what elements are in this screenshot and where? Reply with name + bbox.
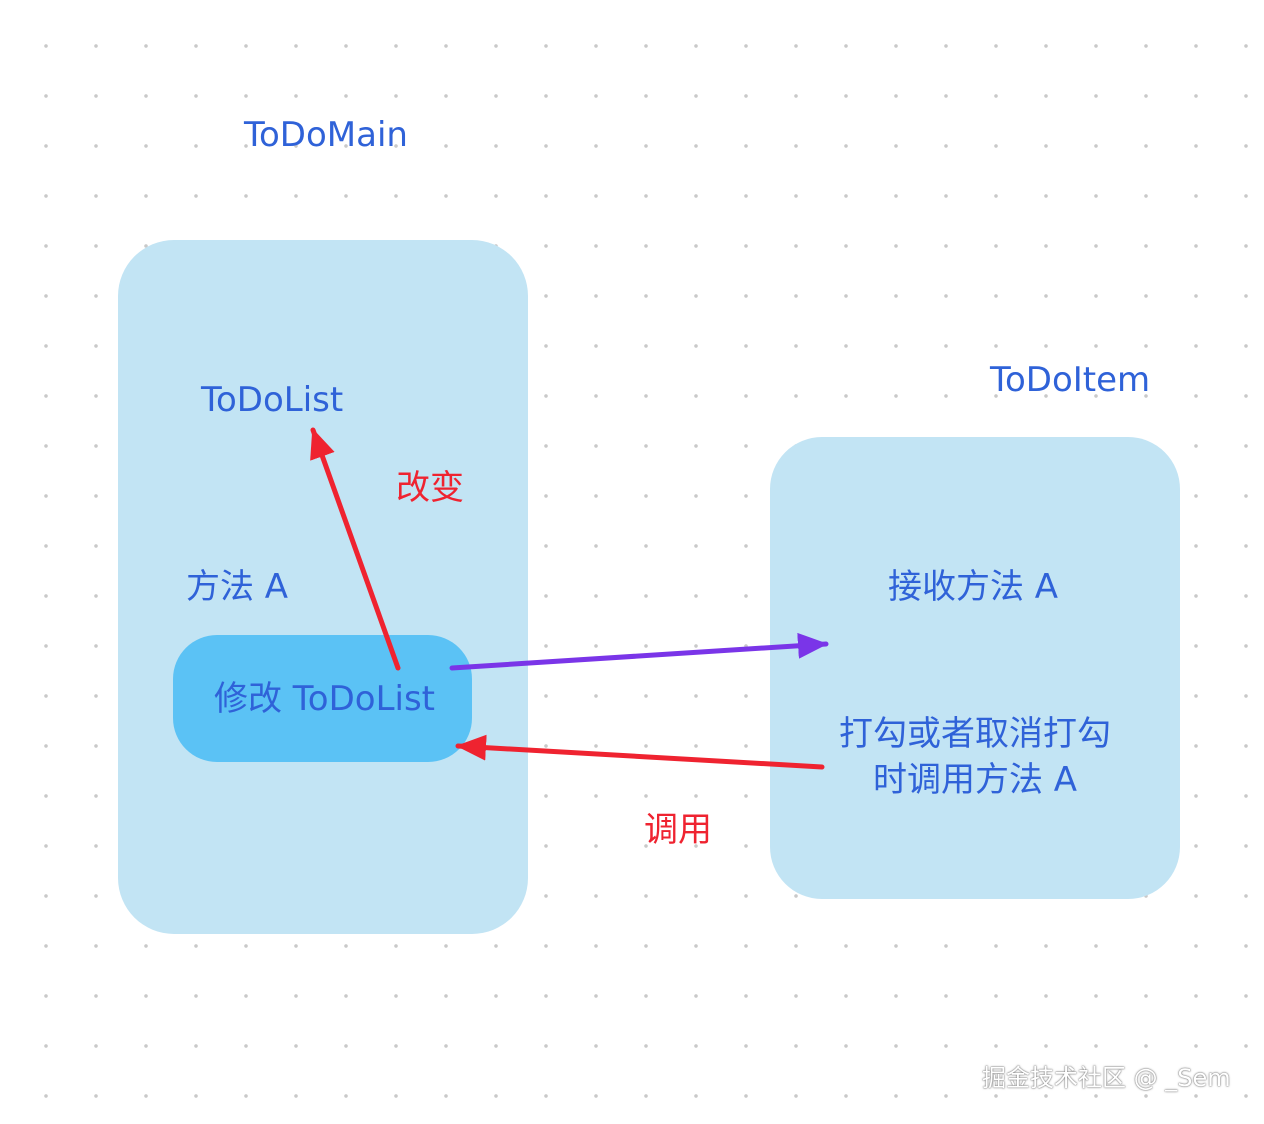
watermark: 掘金技术社区 @ _Sem: [982, 1064, 1231, 1092]
method-a-label: 方法 A: [186, 567, 289, 607]
call-edge-label: 调用: [644, 810, 712, 850]
todomain-container: [118, 240, 528, 934]
receive-method-a-label: 接收方法 A: [888, 567, 1059, 607]
todolist-label: ToDoList: [201, 380, 344, 420]
change-arrow: [310, 427, 401, 671]
todoitem-title: ToDoItem: [990, 360, 1151, 400]
todoitem-container: [770, 437, 1180, 899]
pass-method-arrow: [449, 632, 829, 671]
call-arrow: [455, 734, 825, 770]
modify-todolist-label: 修改 ToDoList: [214, 679, 436, 719]
change-edge-label: 改变: [396, 468, 464, 508]
modify-todolist-node: [173, 635, 472, 762]
toggle-call-method-a-label: 打勾或者取消打勾时调用方法 A: [839, 714, 1111, 800]
todomain-title: ToDoMain: [244, 115, 408, 155]
